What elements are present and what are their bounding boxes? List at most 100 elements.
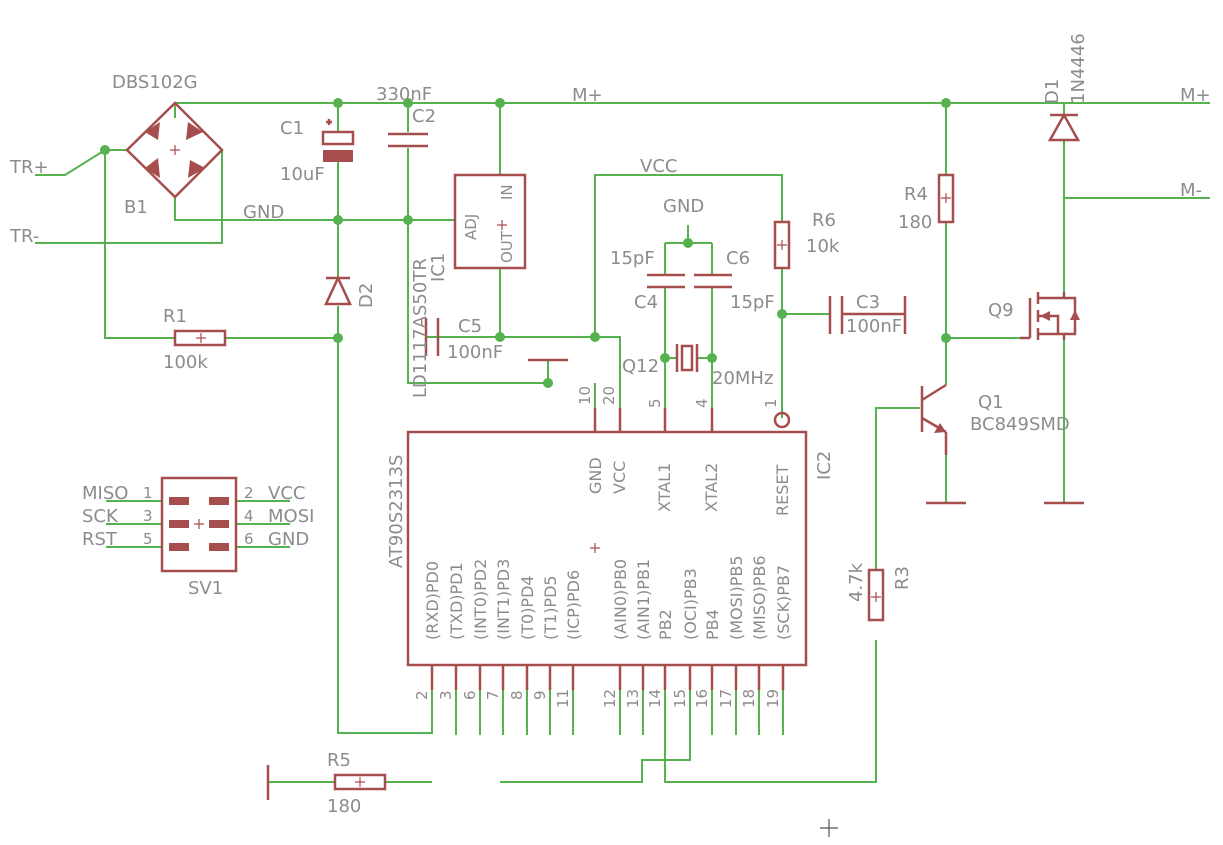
r1-value: 100k (163, 352, 208, 373)
ic1-adj-pin: ADJ (462, 214, 480, 240)
ic2-pin-number: 13 (624, 689, 642, 708)
b1-value: DBS102G (112, 72, 198, 93)
sv1-name: SV1 (188, 578, 223, 599)
sv1-pin-label: GND (268, 529, 309, 550)
ic2-pin-label: (T0)PD4 (518, 575, 537, 640)
resistor-r1 (173, 329, 227, 347)
resistor-r6 (773, 220, 791, 270)
d2-name: D2 (356, 283, 377, 308)
net-label-m-plus: M+ (572, 85, 603, 106)
q1-value: BC849SMD (970, 414, 1070, 435)
d1-name: D1 (1042, 79, 1063, 104)
sv1-pin-number: 1 (143, 484, 153, 502)
ic2-pin-label: GND (586, 457, 605, 494)
ic1-value: LD1117AS50TR (410, 258, 431, 398)
ic1-name: IC1 (428, 253, 449, 282)
ic2-pin-label: (ICP)PD6 (564, 570, 583, 640)
ic2-name: IC2 (814, 451, 835, 480)
q12-name: Q12 (622, 356, 659, 377)
ic2-pin-label: (TXD)PD1 (447, 562, 466, 640)
ic2-pin-number: 5 (646, 398, 664, 408)
reset-pin-circle (773, 411, 791, 429)
ic2-value: AT90S2313S (386, 455, 407, 568)
q9-name: Q9 (988, 300, 1014, 321)
ic2-pin-number: 10 (576, 386, 594, 405)
cursor-crosshair-icon (820, 819, 838, 837)
q12-value: 20MHz (712, 368, 773, 389)
ic2-pin-number: 3 (437, 690, 455, 700)
r5-value: 180 (327, 796, 361, 817)
ic2-pin-number: 15 (671, 689, 689, 708)
ic2-pin-label: XTAL1 (655, 463, 674, 512)
ic2-pin-label: VCC (610, 461, 629, 494)
r3-name: R3 (892, 566, 913, 590)
c4-name: C4 (634, 292, 658, 313)
r3-value: 4.7k (846, 562, 867, 602)
diode-d1 (1047, 112, 1081, 142)
net-label-vcc: VCC (640, 156, 677, 177)
sv1-pin-number: 5 (143, 530, 153, 548)
c1-value: 10uF (280, 164, 325, 185)
sv1-pin-label: RST (82, 529, 118, 550)
ic2-pin-label: PB2 (656, 609, 675, 640)
r6-value: 10k (806, 236, 840, 257)
net-label-gnd: GND (243, 202, 284, 223)
ic2-pin-label: (INT0)PD2 (471, 559, 490, 640)
ic2-pin-number: 9 (531, 690, 549, 700)
c1-name: C1 (280, 118, 304, 139)
ic2-pin-label: (INT1)PD3 (494, 559, 513, 640)
net-label-gnd-osc: GND (663, 196, 704, 217)
ic2-pin-label: (AIN0)PB0 (611, 559, 630, 640)
ic2-pin-label: (AIN1)PB1 (634, 559, 653, 640)
sv1-pin-number: 4 (244, 507, 254, 525)
r6-name: R6 (812, 210, 836, 231)
resistor-r5 (266, 765, 387, 800)
diode-d2 (324, 275, 352, 306)
c6-value: 15pF (730, 292, 775, 313)
ic2-pin-number: 17 (717, 689, 735, 708)
d1-value: 1N4446 (1068, 33, 1089, 104)
ic2-pin-number: 12 (601, 689, 619, 708)
capacitor-c2 (388, 132, 428, 148)
q1-name: Q1 (978, 392, 1004, 413)
c2-name: C2 (412, 106, 436, 127)
ic1-in-pin: IN (498, 184, 516, 200)
resistor-r3 (867, 568, 885, 622)
capacitor-c6 (694, 273, 732, 289)
transistor-q1 (920, 383, 966, 505)
sv1-pin-label: MISO (82, 483, 128, 504)
resistor-r4 (937, 173, 955, 224)
sv1-pin-label: MOSI (268, 506, 314, 527)
c6-name: C6 (726, 248, 750, 269)
capacitor-c5 (424, 318, 440, 356)
ic1-out-pin: OUT (498, 230, 516, 263)
c3-value: 100nF (846, 316, 902, 337)
net-label-tr-minus: TR- (9, 226, 39, 247)
ic2-pin-number: 20 (600, 386, 618, 405)
ic2-pin-number: 18 (740, 689, 758, 708)
mcu-ic2 (406, 408, 808, 690)
ic2-pin-label: RESET (773, 465, 792, 516)
r5-name: R5 (327, 750, 351, 771)
header-sv1 (160, 476, 238, 573)
sv1-pin-label: SCK (82, 506, 119, 527)
ic2-pin-number: 7 (484, 690, 502, 700)
ic2-pin-label: (MOSI)PB5 (727, 555, 746, 640)
c4-value: 15pF (610, 248, 655, 269)
net-label-m-minus: M- (1180, 180, 1202, 201)
capacitor-c3 (828, 296, 907, 334)
sv1-pin-label: VCC (268, 483, 305, 504)
ic2-pin-number: 11 (554, 689, 572, 708)
ic2-pin-label: (MISO)PB6 (750, 555, 769, 640)
ic2-pin-label: (OCI)PB3 (681, 568, 700, 640)
net-label-tr-plus: TR+ (9, 157, 49, 178)
capacitor-c1 (321, 119, 355, 162)
r1-name: R1 (163, 306, 187, 327)
c5-value: 100nF (447, 342, 503, 363)
ic2-pin-label: PB4 (703, 609, 722, 640)
wires (35, 102, 1210, 783)
ic2-pin-label: (SCK)PB7 (774, 565, 793, 640)
r4-value: 180 (898, 212, 932, 233)
b1-name: B1 (124, 197, 148, 218)
